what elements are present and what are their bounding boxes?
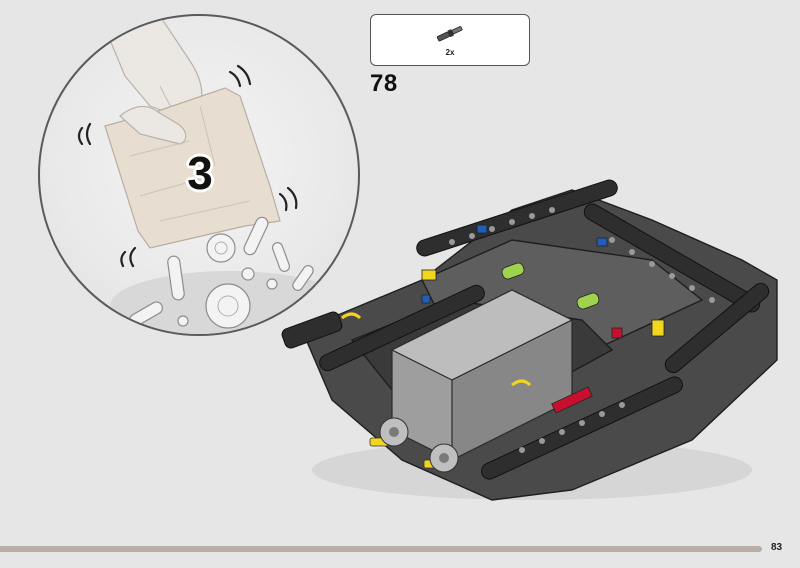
footer-progress-bar: [0, 546, 762, 552]
bag-illustration: [77, 16, 350, 334]
model-assembly-illustration: [281, 179, 778, 501]
step-number: 78: [370, 70, 398, 97]
axle-pin-icon: [436, 26, 463, 42]
bag-number: 3: [187, 147, 213, 199]
bag-opening-callout: 3: [38, 14, 360, 336]
part-quantity: 2x: [445, 48, 455, 57]
loose-parts-icon: [129, 216, 314, 329]
page-number: 83: [771, 542, 783, 553]
motor-block: [390, 289, 574, 461]
parts-callout: 2x: [370, 14, 530, 66]
